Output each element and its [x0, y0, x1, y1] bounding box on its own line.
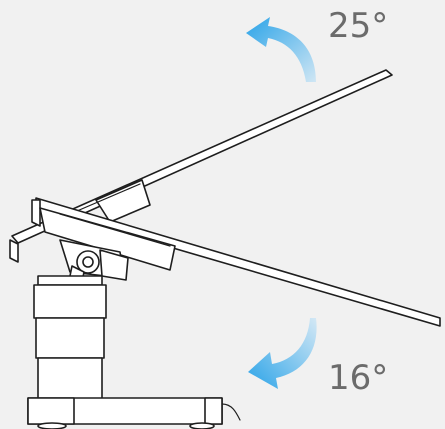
table-top-tilted-down: [31, 197, 441, 327]
angle-label-down: 16°: [328, 358, 388, 398]
curved-arrow-down-left-icon: [248, 318, 317, 389]
table-base: [27, 397, 241, 429]
table-column: [33, 275, 107, 401]
table-top-tilted-up: [9, 69, 393, 263]
angle-label-up: 25°: [328, 6, 388, 46]
tilt-mechanism: [59, 239, 129, 283]
curved-arrow-up-left-icon: [246, 17, 316, 82]
